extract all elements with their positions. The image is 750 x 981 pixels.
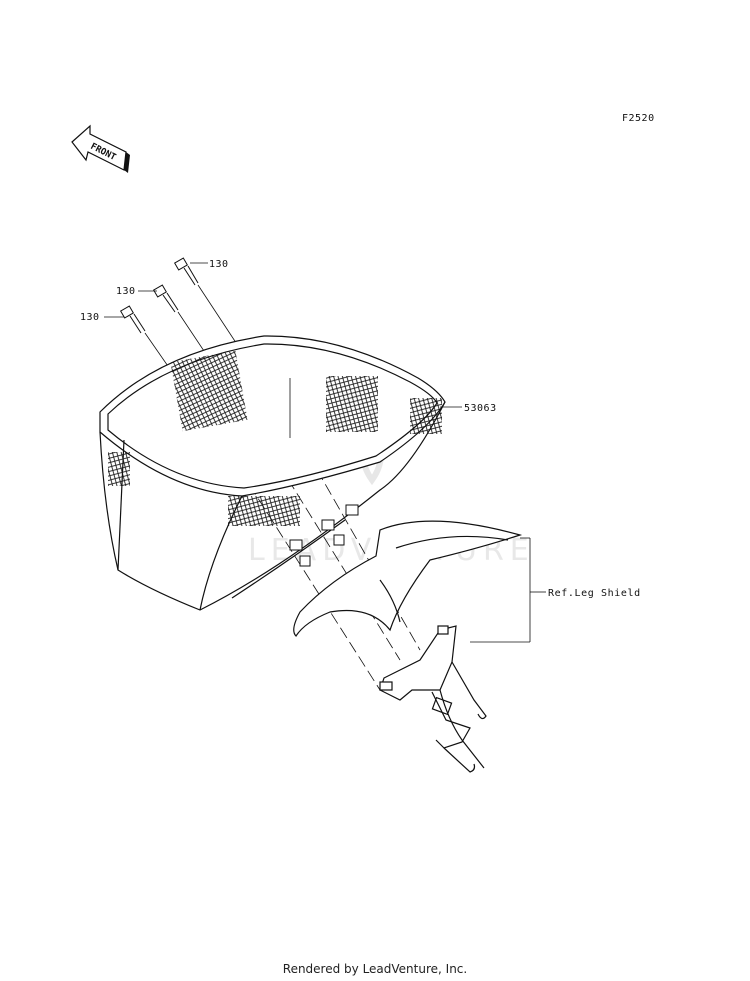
bolt-bottom: [119, 305, 146, 334]
part-label-130-top: 130: [209, 259, 229, 270]
leg-shield: [293, 520, 523, 637]
footer-credit: Rendered by LeadVenture, Inc.: [282, 962, 468, 976]
bolt-middle: [152, 284, 179, 313]
diagram-code: F2520: [622, 113, 655, 124]
front-direction-arrow: FRONT: [71, 124, 130, 173]
part-label-130-bottom: 130: [80, 312, 100, 323]
bolt-top: [173, 257, 199, 286]
part-label-53063: 53063: [464, 403, 497, 414]
part-label-130-middle: 130: [116, 286, 136, 297]
front-basket: [99, 335, 446, 611]
reference-leader: [470, 537, 546, 643]
reference-leg-shield-label: Ref.Leg Shield: [548, 588, 641, 599]
basket-mounts: [289, 504, 359, 567]
mounting-bracket: [379, 625, 487, 773]
